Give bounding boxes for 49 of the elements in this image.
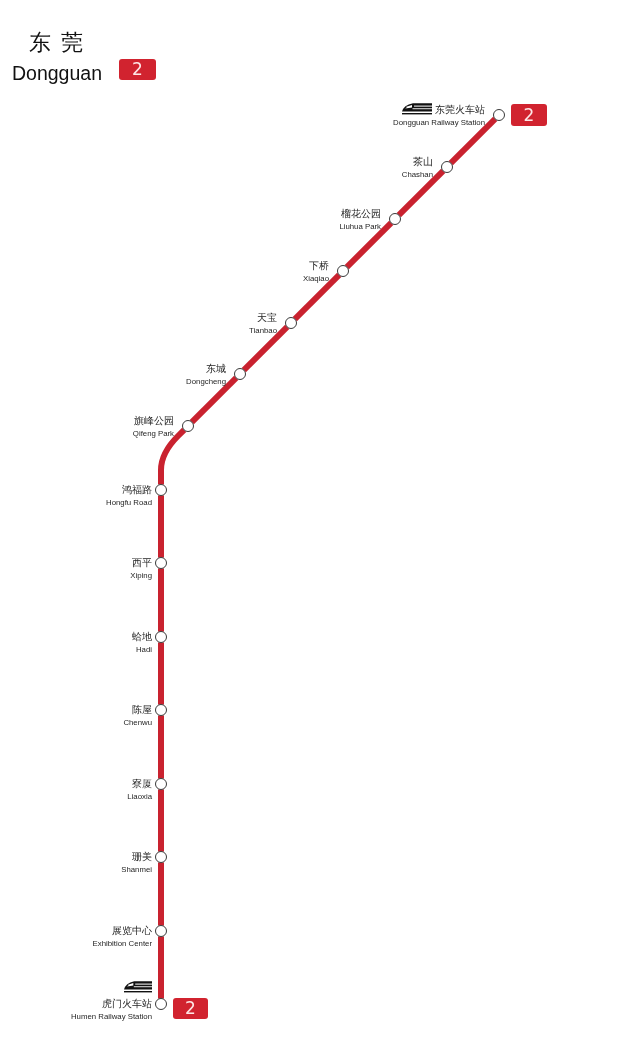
- line-badge: 2: [173, 998, 208, 1019]
- station-circle: [155, 704, 167, 716]
- station-circle: [155, 998, 167, 1010]
- station-circle: [441, 161, 453, 173]
- station-name: 东莞火车站: [435, 103, 485, 116]
- route-line: [158, 715, 164, 779]
- route-line: [189, 375, 239, 425]
- station-circle: [493, 109, 505, 121]
- station-circle: [155, 851, 167, 863]
- city-name: Dongguan: [12, 62, 102, 85]
- station-name: 鸿福路: [122, 484, 152, 496]
- station-name: 下桥: [309, 259, 329, 272]
- route-line: [241, 324, 290, 373]
- station-name: 旗峰公园: [134, 414, 174, 427]
- station-name: 西平: [132, 557, 152, 569]
- station-name: 榴花公园: [341, 207, 381, 220]
- route-line: [158, 862, 164, 926]
- route-line: [158, 568, 164, 632]
- station-name: 蛤地: [132, 631, 152, 643]
- route-line: [158, 427, 187, 485]
- route-line: [158, 789, 164, 852]
- station-name: 茶山: [413, 155, 433, 168]
- station-name: 展览中心: [112, 925, 152, 937]
- station-circle: [337, 265, 349, 277]
- station-circle: [285, 317, 297, 329]
- map-title: 东莞: [29, 29, 93, 56]
- station-circle: [234, 368, 246, 380]
- station-circle: [155, 778, 167, 790]
- station-name: 虎门火车站: [102, 998, 152, 1010]
- line-badge: 2: [119, 59, 156, 80]
- route-line: [448, 116, 498, 166]
- station-name: 天宝: [257, 311, 277, 324]
- station-circle: [155, 484, 167, 496]
- station-name: 东城: [206, 362, 226, 375]
- station-circle: [155, 925, 167, 937]
- route-line: [344, 220, 394, 270]
- station-circle: [182, 420, 194, 432]
- station-circle: [155, 631, 167, 643]
- route-line: [158, 936, 164, 999]
- line-badge: 2: [511, 104, 547, 126]
- route-line: [158, 495, 164, 558]
- route-line: [396, 168, 446, 218]
- route-line: [292, 272, 342, 322]
- station-name: 陈屋: [132, 704, 152, 716]
- route-line: [158, 642, 164, 705]
- station-circle: [155, 557, 167, 569]
- station-name: 珊美: [132, 851, 152, 863]
- station-circle: [389, 213, 401, 225]
- station-name: 寮厦: [132, 778, 152, 790]
